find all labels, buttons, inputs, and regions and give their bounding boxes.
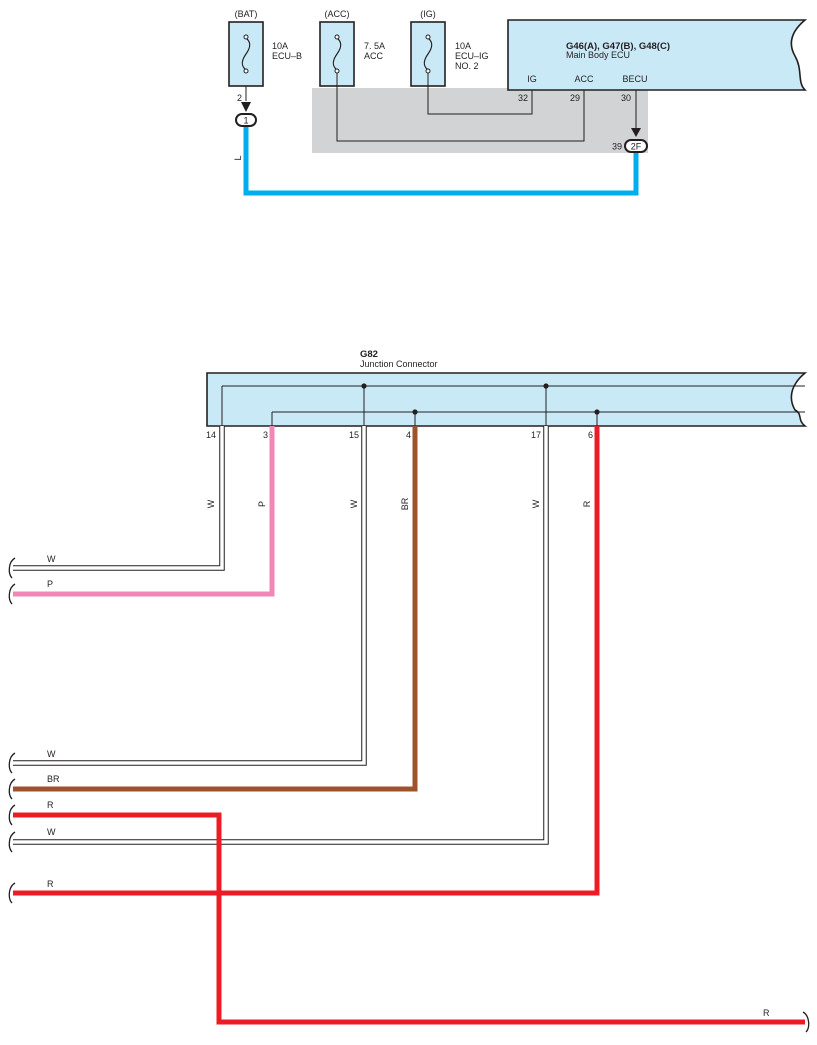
- bat-connector: [235, 113, 257, 127]
- junction-pin-17: 17: [531, 430, 541, 440]
- ecu-pin-becu: 30: [621, 93, 631, 103]
- fuse-symbol-icon: [332, 37, 342, 71]
- wire-br-brown: [13, 426, 418, 792]
- wire-label-r-6: R: [582, 500, 592, 507]
- ecu-connector-pin: 39: [612, 142, 622, 152]
- wire-l-blue: [243, 127, 639, 196]
- left-label-br: BR: [47, 774, 60, 784]
- wire-label-br-4: BR: [400, 497, 410, 510]
- fuse-symbol-icon: [241, 37, 251, 71]
- ecu-pin-acc: 29: [570, 93, 580, 103]
- left-label-r-1: R: [47, 800, 54, 810]
- white-wires: [13, 426, 549, 845]
- wire-p-pink: [13, 426, 275, 597]
- junction-pin-3: 3: [263, 430, 268, 440]
- fuse-ecu-ig-name-2: NO. 2: [455, 61, 479, 71]
- left-label-w-2: W: [47, 749, 56, 759]
- fuse-ecu-b-name: ECU–B: [272, 51, 302, 61]
- wire-r-through: [13, 812, 805, 1025]
- ecu-terminal-becu: BECU: [622, 74, 647, 84]
- wire-label-w-14: W: [206, 499, 216, 508]
- wire-break-icon: [8, 752, 16, 774]
- junction-pin-14: 14: [206, 430, 216, 440]
- fuse-acc-rating: 7. 5A: [364, 41, 385, 51]
- wire-break-icon: [8, 778, 16, 800]
- ecu-connector-2f: [624, 139, 648, 153]
- fuse-ecu-ig-source: (IG): [420, 9, 436, 19]
- wire-w-pin17: [13, 426, 549, 845]
- wire-break-icon: [802, 1011, 810, 1033]
- junction-subtitle: Junction Connector: [360, 359, 438, 369]
- fuse-ecu-ig-no2: (IG) 10A ECU–IG NO. 2: [410, 9, 489, 87]
- wire-break-icon: [8, 557, 16, 579]
- wire-w-pin14: [13, 426, 225, 571]
- connector-arrow-icon: [631, 128, 641, 137]
- ecu-title: G46(A), G47(B), G48(C): [566, 41, 670, 52]
- splice-dot: [361, 383, 367, 389]
- left-label-p: P: [47, 579, 53, 589]
- junction-title: G82: [360, 349, 378, 360]
- fuse-ecu-ig-name-1: ECU–IG: [455, 51, 489, 61]
- ecu-internal-wiring: [245, 73, 637, 142]
- wire-r-pin6: [13, 426, 600, 896]
- wire-label-w-15: W: [349, 499, 359, 508]
- left-label-w-1: W: [47, 554, 56, 564]
- wire-break-icon: [8, 583, 16, 605]
- fuse-acc-name: ACC: [364, 51, 384, 61]
- ecu-terminal-acc: ACC: [574, 74, 594, 84]
- ecu-terminal-ig: IG: [527, 74, 537, 84]
- wire-label-l: L: [233, 155, 243, 160]
- left-label-r-2: R: [47, 879, 54, 889]
- fuse-acc: (ACC) 7. 5A ACC: [319, 9, 385, 87]
- left-break-marks: [8, 557, 16, 904]
- wire-label-p-3: P: [257, 501, 267, 507]
- right-label-r: R: [763, 1008, 770, 1018]
- fuse-symbol-icon: [423, 37, 433, 71]
- ecu-internal-area: [312, 88, 648, 153]
- wire-label-w-17: W: [531, 499, 541, 508]
- junction-pin-4: 4: [406, 430, 411, 440]
- ecu-subtitle: Main Body ECU: [566, 50, 630, 60]
- wire-break-icon: [8, 882, 16, 904]
- bat-connector-label: 1: [243, 116, 248, 126]
- fuse-acc-source: (ACC): [325, 9, 350, 19]
- fuse-ecu-b-rating: 10A: [272, 41, 288, 51]
- ecu-connector-label: 2F: [631, 142, 642, 152]
- junction-connector-body: [206, 372, 808, 427]
- junction-pin-15: 15: [349, 430, 359, 440]
- bat-fuse-pin: 2: [237, 93, 242, 103]
- wire-break-icon: [8, 831, 16, 853]
- splice-dot: [543, 383, 549, 389]
- splice-dot: [412, 409, 418, 415]
- junction-internal-bus: [221, 385, 805, 426]
- fuse-ecu-b: (BAT) 10A ECU–B: [228, 9, 302, 87]
- left-label-w-3: W: [47, 827, 56, 837]
- fuse-ecu-ig-rating: 10A: [455, 41, 471, 51]
- connector-arrow-icon: [241, 102, 251, 112]
- junction-pin-6: 6: [588, 430, 593, 440]
- ecu-pin-ig: 32: [518, 93, 528, 103]
- main-body-ecu-panel: [507, 19, 808, 91]
- wire-break-icon: [8, 804, 16, 826]
- splice-dot: [594, 409, 600, 415]
- fuse-ecu-b-source: (BAT): [235, 9, 258, 19]
